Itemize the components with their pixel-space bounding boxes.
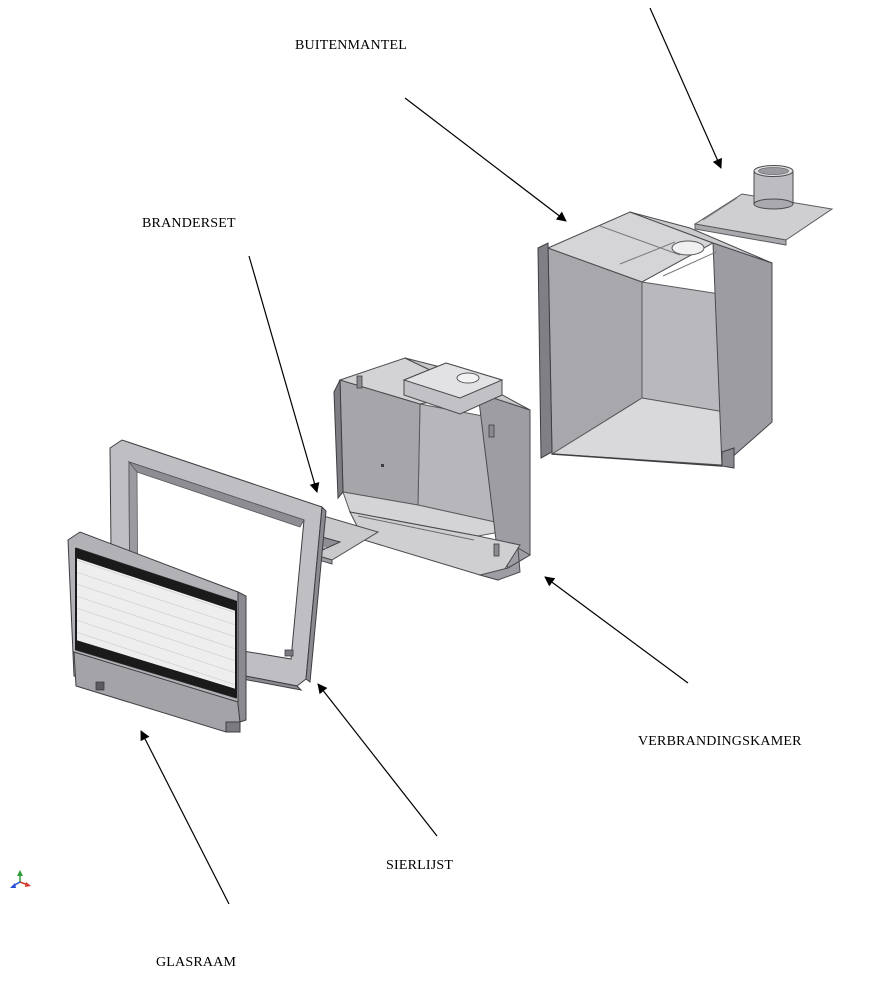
label-sierlijst: SIERLIJST (386, 858, 454, 873)
arrow-branderset (248, 255, 320, 493)
label-buitenmantel: BUITENMANTEL (295, 38, 408, 53)
outer-casing-part (537, 211, 774, 469)
combustion-chamber-part (333, 357, 531, 581)
label-glasraam: GLASRAAM (156, 955, 237, 970)
label-branderset: BRANDERSET (142, 216, 236, 231)
arrow-buitenmantel (404, 97, 567, 222)
chimney-plate-part (693, 165, 834, 246)
arrow-chimney (649, 7, 722, 169)
axis-triad-icon (10, 870, 31, 888)
arrow-verbrandingskamer (544, 576, 689, 684)
arrow-sierlijst (317, 683, 438, 837)
leader-arrows (140, 7, 722, 905)
arrow-glasraam (140, 730, 230, 905)
label-verbrandingskamer: VERBRANDINGSKAMER (638, 734, 802, 749)
glass-window-part (67, 531, 247, 733)
